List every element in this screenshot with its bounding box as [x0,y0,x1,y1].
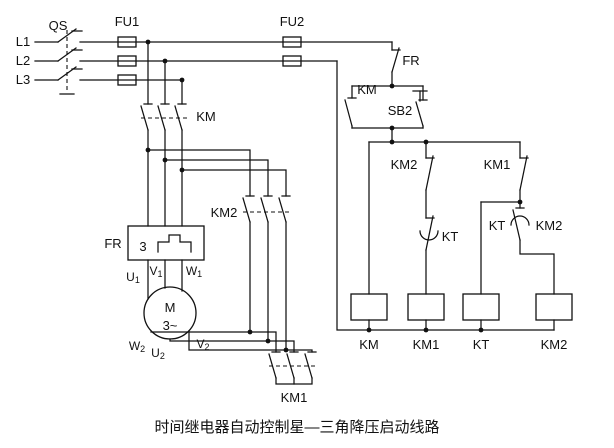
coil-km2-label: KM2 [541,337,568,352]
km1-interlock-label: KM1 [484,157,511,172]
coil-km1-label: KM1 [413,337,440,352]
km2-branch-label: KM2 [536,218,563,233]
fu2-fuse: FU2 [280,14,305,67]
coil-km2: KM2 [535,293,573,352]
km-aux-contact: KM [344,82,377,129]
power-lines: L1 L2 L3 [16,34,393,87]
km2-main-contacts: KM2 [147,149,291,351]
coil-km: KM [350,293,388,352]
fr-heater-symbol [157,234,192,253]
terminal-v2: V2 [196,337,209,352]
coil-km-label: KM [359,337,379,352]
km-main-contacts: KM [140,103,216,227]
motor-letter: M [165,300,176,315]
kt-close-label: KT [489,218,506,233]
fr-thermal-relay: FR 3 [104,225,205,261]
coil-km1: KM1 [407,293,445,352]
fu1-label: FU1 [115,14,140,29]
kt-delayed-close-contact: KT KM2 [489,201,563,295]
motor-phases: 3~ [163,318,178,333]
km1-main-contacts: KM1 [268,351,317,405]
junction-dots [145,39,523,353]
qs-switch: QS [49,18,83,95]
km1-main-label: KM1 [281,390,308,405]
km1-interlock-contact: KM1 [484,141,529,203]
control-circuit: FR KM SB2 [336,41,573,352]
coil-kt: KT [462,293,500,352]
terminal-w2: W2 [129,339,145,354]
sb2-button: SB2 [388,85,428,129]
fr-contact-label: FR [402,53,419,68]
fr-box-label: FR [104,236,121,251]
label-l3: L3 [16,72,30,87]
terminal-v1: V1 [149,264,162,279]
fr-pole-count: 3 [139,239,146,254]
motor: M 3~ [143,286,197,340]
label-l1: L1 [16,34,30,49]
km-main-label: KM [196,109,216,124]
coil-kt-label: KT [473,337,490,352]
kt-open-label: KT [442,229,459,244]
qs-label: QS [49,18,68,33]
kt-delayed-open-contact: KT [419,189,459,295]
fu2-label: FU2 [280,14,305,29]
label-l2: L2 [16,53,30,68]
kt-delay-arc [419,230,439,241]
kt-delay-arc [510,215,530,226]
fu1-fuse: FU1 [115,14,140,86]
main-phase-drops [147,41,183,105]
diagram-caption: 时间继电器自动控制星—三角降压启动线路 [154,419,439,436]
terminal-u1: U1 [126,270,140,285]
motor-terminals: U1 V1 W1 W2 U2 V2 [126,259,210,361]
km2-main-label: KM2 [211,205,238,220]
sb2-label: SB2 [388,103,413,118]
km2-interlock-contact: KM2 [391,141,435,191]
km-aux-label: KM [357,82,377,97]
fr-nc-contact: FR [391,41,420,87]
terminal-u2: U2 [151,346,165,361]
motor-bottom-wiring [150,330,313,353]
km2-interlock-label: KM2 [391,157,418,172]
terminal-w1: W1 [186,264,202,279]
